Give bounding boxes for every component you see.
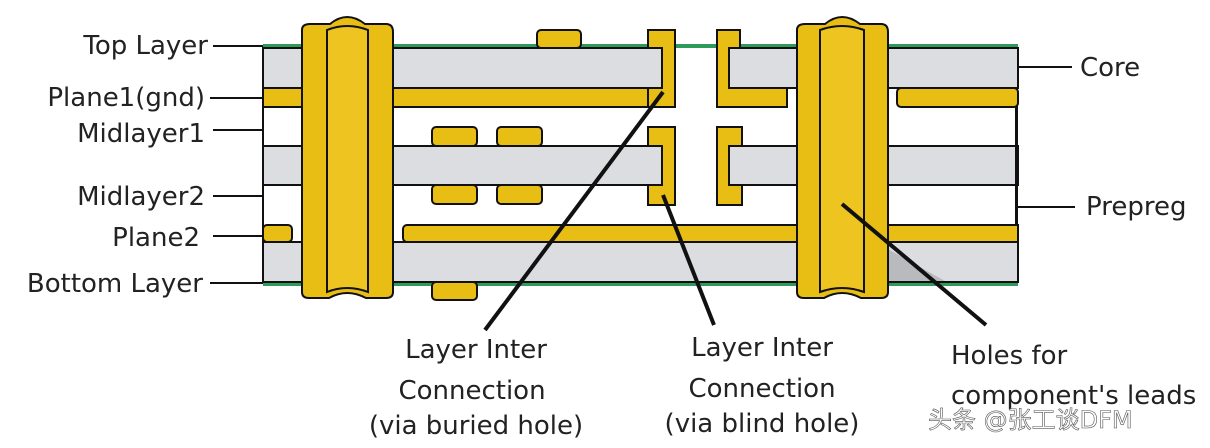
label-plane1: Plane1(gnd) — [47, 83, 205, 113]
callout-blind: Layer Inter Connection (via blind hole) — [665, 333, 860, 439]
blind-via — [647, 126, 743, 206]
label-bottom-layer: Bottom Layer — [27, 269, 203, 299]
callout-buried: Layer Inter Connection (via buried hole) — [369, 335, 583, 441]
svg-text:Layer Inter: Layer Inter — [691, 333, 833, 363]
svg-text:Layer Inter: Layer Inter — [405, 335, 547, 365]
svg-text:(via blind hole): (via blind hole) — [665, 409, 860, 439]
label-prepreg: Prepreg — [1086, 192, 1186, 222]
label-plane2: Plane2 — [112, 223, 200, 253]
label-core: Core — [1080, 53, 1140, 83]
bottom-soldermask — [263, 282, 1018, 286]
top-soldermask — [263, 44, 1018, 48]
through-hole-left — [301, 16, 394, 299]
prepreg-layers — [262, 88, 1018, 243]
label-top-layer: Top Layer — [82, 31, 208, 61]
callout-holes: Holes for component's leads — [951, 341, 1196, 411]
svg-text:component's leads: component's leads — [951, 381, 1196, 411]
svg-text:(via buried hole): (via buried hole) — [369, 411, 583, 441]
plane2-copper — [262, 224, 1019, 243]
through-hole-right — [796, 16, 889, 299]
leader-lines — [210, 45, 1075, 284]
buried-via — [647, 29, 788, 108]
pads — [431, 29, 582, 301]
svg-text:Connection: Connection — [398, 376, 545, 406]
callout-lines — [483, 90, 988, 332]
watermark: 头条 @张工谈DFM — [928, 406, 1133, 434]
label-midlayer2: Midlayer2 — [77, 182, 205, 212]
svg-text:Connection: Connection — [688, 374, 835, 404]
svg-text:Holes for: Holes for — [951, 341, 1068, 371]
label-midlayer1: Midlayer1 — [77, 119, 205, 149]
